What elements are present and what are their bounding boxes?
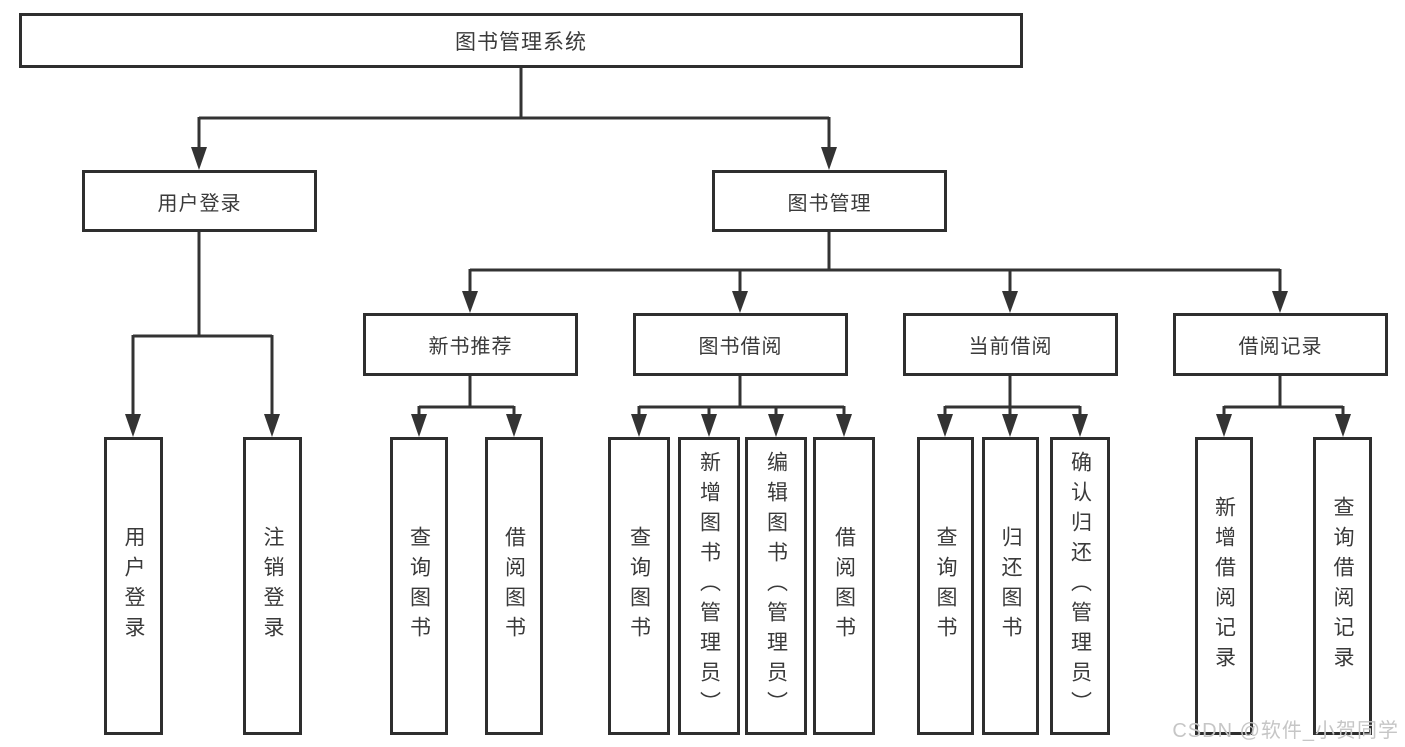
leaf-add-borrow-record: 新增借阅记录 <box>1195 437 1253 735</box>
node-root-label: 图书管理系统 <box>455 30 587 54</box>
node-book-mgmt: 图书管理 <box>712 170 947 232</box>
leaf-return-book: 归还图书 <box>982 437 1039 735</box>
leaf-query-book-1-label: 查询图书 <box>407 526 431 646</box>
node-book-mgmt-label: 图书管理 <box>787 192 872 215</box>
node-new-book-recommend-label: 新书推荐 <box>428 336 513 358</box>
leaf-return-book-label: 归还图书 <box>999 526 1022 646</box>
leaf-confirm-return-admin: 确认归还（管理员） <box>1050 437 1110 735</box>
csdn-watermark: CSDN @软件_小贺同学 <box>1172 720 1399 742</box>
leaf-query-book-1: 查询图书 <box>390 437 448 735</box>
node-root: 图书管理系统 <box>19 13 1023 68</box>
node-new-book-recommend: 新书推荐 <box>363 313 578 376</box>
leaf-query-book-2-label: 查询图书 <box>627 526 651 646</box>
node-current-borrow-label: 当前借阅 <box>968 336 1053 358</box>
leaf-user-login: 用户登录 <box>104 437 163 735</box>
leaf-query-book-3-label: 查询图书 <box>934 526 957 646</box>
leaf-borrow-book-2: 借阅图书 <box>813 437 875 735</box>
node-user-login: 用户登录 <box>82 170 317 232</box>
leaf-edit-book-admin: 编辑图书（管理员） <box>745 437 807 735</box>
leaf-add-book-admin-label: 新增图书（管理员） <box>697 451 721 721</box>
node-book-borrow-label: 图书借阅 <box>698 336 783 358</box>
leaf-borrow-book-1: 借阅图书 <box>485 437 543 735</box>
node-current-borrow: 当前借阅 <box>903 313 1118 376</box>
leaf-query-book-3: 查询图书 <box>917 437 974 735</box>
leaf-add-book-admin: 新增图书（管理员） <box>678 437 740 735</box>
node-book-borrow: 图书借阅 <box>633 313 848 376</box>
leaf-borrow-book-1-label: 借阅图书 <box>502 526 526 646</box>
leaf-query-borrow-record: 查询借阅记录 <box>1313 437 1372 735</box>
leaf-user-login-label: 用户登录 <box>122 526 145 646</box>
leaf-edit-book-admin-label: 编辑图书（管理员） <box>764 451 788 721</box>
node-borrow-records-label: 借阅记录 <box>1238 336 1323 358</box>
leaf-borrow-book-2-label: 借阅图书 <box>832 526 856 646</box>
leaf-logout-label: 注销登录 <box>261 526 284 646</box>
leaf-add-borrow-record-label: 新增借阅记录 <box>1212 496 1236 676</box>
node-borrow-records: 借阅记录 <box>1173 313 1388 376</box>
leaf-query-book-2: 查询图书 <box>608 437 670 735</box>
node-user-login-label: 用户登录 <box>157 192 242 215</box>
leaf-logout: 注销登录 <box>243 437 302 735</box>
leaf-confirm-return-admin-label: 确认归还（管理员） <box>1068 451 1092 721</box>
leaf-query-borrow-record-label: 查询借阅记录 <box>1331 496 1354 676</box>
